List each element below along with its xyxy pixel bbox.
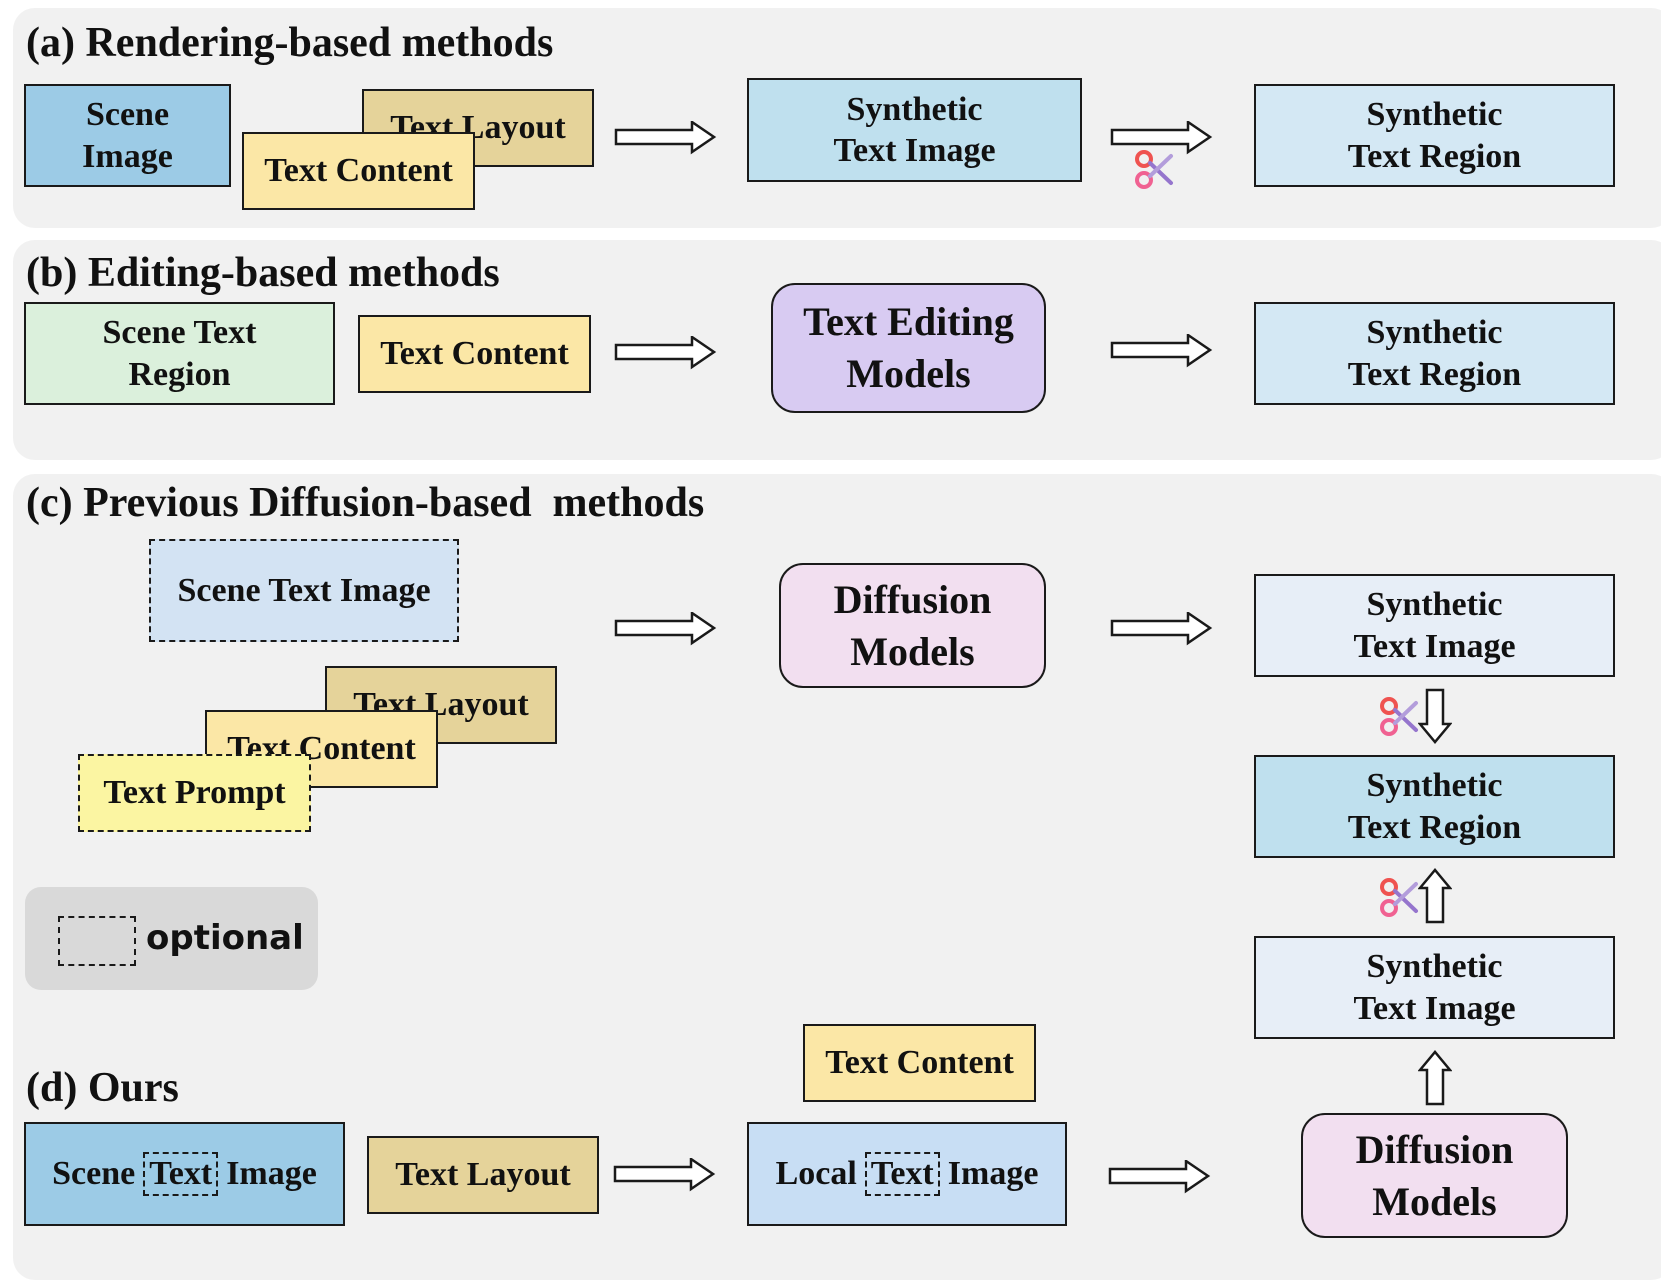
text-layout-label-d: Text Layout xyxy=(395,1156,571,1194)
scene-text-region-label: Scene Text Region xyxy=(102,314,257,393)
dashed-text-region-local: Text xyxy=(864,1152,940,1196)
text-prompt-box: Text Prompt xyxy=(78,754,311,832)
arrow-up-d2 xyxy=(1418,1050,1452,1106)
arrow-up-d1 xyxy=(1418,868,1452,924)
text-content-box: Text Content xyxy=(242,132,475,210)
synthetic-text-image-label-c: Synthetic Text Image xyxy=(1353,586,1516,665)
text-content-box-d: Text Content xyxy=(803,1024,1036,1102)
synthetic-text-image-label-d: Synthetic Text Image xyxy=(1353,948,1516,1027)
scene-word: Scene xyxy=(52,1155,136,1193)
panel-b-title: (b) Editing-based methods xyxy=(26,250,500,296)
arrow-d1 xyxy=(613,1158,715,1191)
arrow-down-c xyxy=(1418,688,1452,744)
scissors-icon xyxy=(1380,878,1418,917)
scene-text-image-label: Scene Text Image xyxy=(177,571,431,609)
diffusion-models-label-d: Diffusion Models xyxy=(1355,1126,1514,1224)
arrow-b1 xyxy=(614,336,716,369)
text-content-label-b: Text Content xyxy=(380,335,569,373)
local-word: Local xyxy=(775,1155,857,1193)
text-editing-models-label: Text Editing Models xyxy=(803,299,1014,396)
diffusion-models-label-c: Diffusion Models xyxy=(833,576,992,674)
arrow-c2 xyxy=(1110,612,1212,645)
scene-image-label: Scene Image xyxy=(82,96,173,175)
arrow-c1 xyxy=(614,612,716,645)
synthetic-text-region-box-c: Synthetic Text Region xyxy=(1254,755,1615,858)
panel-c-title: (c) Previous Diffusion-based methods xyxy=(26,480,705,526)
dashed-text-region: Text xyxy=(143,1152,219,1196)
legend-dashed-swatch xyxy=(58,916,136,966)
text-content-box-b: Text Content xyxy=(358,315,591,393)
synthetic-text-image-box-d: Synthetic Text Image xyxy=(1254,936,1615,1039)
arrow-b2 xyxy=(1110,334,1212,367)
text-editing-models-box: Text Editing Models xyxy=(771,283,1046,413)
scene-text-region-box: Scene Text Region xyxy=(24,302,335,405)
image-word-local: Image xyxy=(947,1155,1039,1193)
arrow-a1 xyxy=(614,121,716,154)
scissors-icon xyxy=(1135,150,1173,189)
synthetic-text-image-label: Synthetic Text Image xyxy=(833,90,996,169)
diffusion-models-box-c: Diffusion Models xyxy=(779,563,1046,688)
text-content-label-d: Text Content xyxy=(825,1044,1014,1082)
legend xyxy=(25,887,318,990)
diffusion-models-box-d: Diffusion Models xyxy=(1301,1113,1568,1238)
panel-a-title: (a) Rendering-based methods xyxy=(26,20,554,66)
legend-optional-label: optional xyxy=(146,918,304,958)
arrow-d2 xyxy=(1108,1160,1210,1193)
text-layout-box-d: Text Layout xyxy=(367,1136,599,1214)
synthetic-text-region-box-b: Synthetic Text Region xyxy=(1254,302,1615,405)
panel-d-title: (d) Ours xyxy=(26,1065,179,1111)
scene-image-box: Scene Image xyxy=(24,84,231,187)
synthetic-text-region-label-b: Synthetic Text Region xyxy=(1347,314,1522,393)
synthetic-text-region-label: Synthetic Text Region xyxy=(1347,96,1522,175)
synthetic-text-image-box: Synthetic Text Image xyxy=(747,78,1082,182)
scene-text-image-box: Scene Text Image xyxy=(149,539,459,642)
image-word: Image xyxy=(226,1155,317,1193)
scissors-icon xyxy=(1380,697,1418,736)
text-content-label: Text Content xyxy=(264,152,453,190)
synthetic-text-image-box-c: Synthetic Text Image xyxy=(1254,574,1615,677)
text-prompt-label: Text Prompt xyxy=(103,774,286,812)
synthetic-text-region-box: Synthetic Text Region xyxy=(1254,84,1615,187)
synthetic-text-region-label-c: Synthetic Text Region xyxy=(1347,767,1522,846)
